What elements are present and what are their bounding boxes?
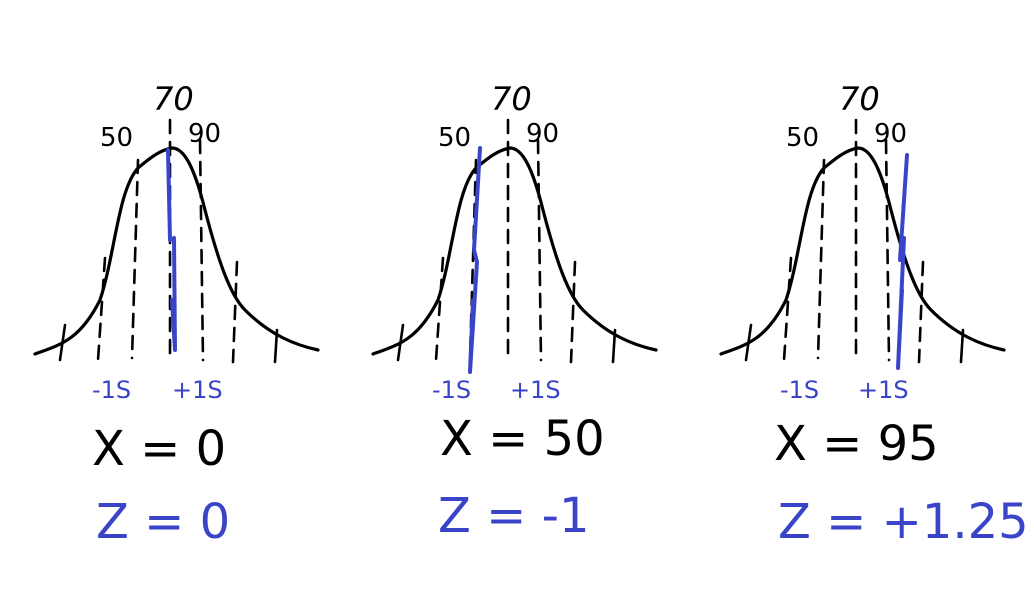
left-label: 50 [786, 123, 819, 153]
plus-1sd-dashed-line [884, 138, 891, 362]
right-label: 90 [874, 119, 907, 149]
minus-1sd-dashed-line [130, 158, 140, 360]
z-score-text: Z = -1 [438, 488, 589, 544]
minus-sd-label: -1S [92, 376, 131, 404]
mean-label: 70 [491, 80, 532, 118]
plus-sd-label: +1S [858, 376, 909, 404]
score-marker [468, 146, 482, 374]
panel-x-0: 70 50 90 -1S +1S X = 0 Z = 0 [33, 80, 320, 550]
plus-1sd-dashed-line [198, 138, 205, 362]
x-value-text: X = 0 [92, 421, 226, 477]
score-marker [166, 148, 177, 352]
plus-3sd-tick [273, 328, 279, 364]
plus-1sd-dashed-line [536, 138, 543, 362]
bell-curve [719, 146, 1006, 356]
plus-3sd-tick [611, 328, 617, 364]
mean-label: 70 [839, 80, 880, 118]
minus-2sd-dashed-line [96, 256, 107, 362]
right-label: 90 [526, 119, 559, 149]
x-value-text: X = 50 [440, 411, 605, 467]
x-value-text: X = 95 [774, 416, 939, 472]
minus-3sd-tick [396, 323, 405, 362]
plus-2sd-dashed-line [569, 260, 577, 364]
left-label: 50 [100, 123, 133, 153]
plus-sd-label: +1S [510, 376, 561, 404]
plus-2sd-dashed-line [231, 260, 239, 364]
minus-sd-label: -1S [432, 376, 471, 404]
plus-3sd-tick [959, 328, 965, 364]
mean-label: 70 [153, 80, 194, 118]
plus-sd-label: +1S [172, 376, 223, 404]
plus-2sd-dashed-line [917, 260, 925, 364]
score-marker [896, 153, 909, 370]
minus-1sd-dashed-line [816, 158, 826, 360]
minus-3sd-tick [58, 323, 67, 362]
panel-x-50: 70 50 90 -1S +1S X = 50 Z = -1 [371, 80, 658, 544]
z-score-text: Z = 0 [96, 494, 230, 550]
bell-curve [33, 146, 320, 356]
right-label: 90 [188, 119, 221, 149]
minus-2sd-dashed-line [782, 256, 793, 362]
bell-curve [371, 146, 658, 356]
z-score-text: Z = +1.25 [778, 494, 1029, 550]
left-label: 50 [438, 123, 471, 153]
minus-3sd-tick [744, 323, 753, 362]
minus-2sd-dashed-line [434, 256, 445, 362]
panel-x-95: 70 50 90 -1S +1S X = 95 Z = +1.25 [719, 80, 1029, 550]
minus-sd-label: -1S [780, 376, 819, 404]
